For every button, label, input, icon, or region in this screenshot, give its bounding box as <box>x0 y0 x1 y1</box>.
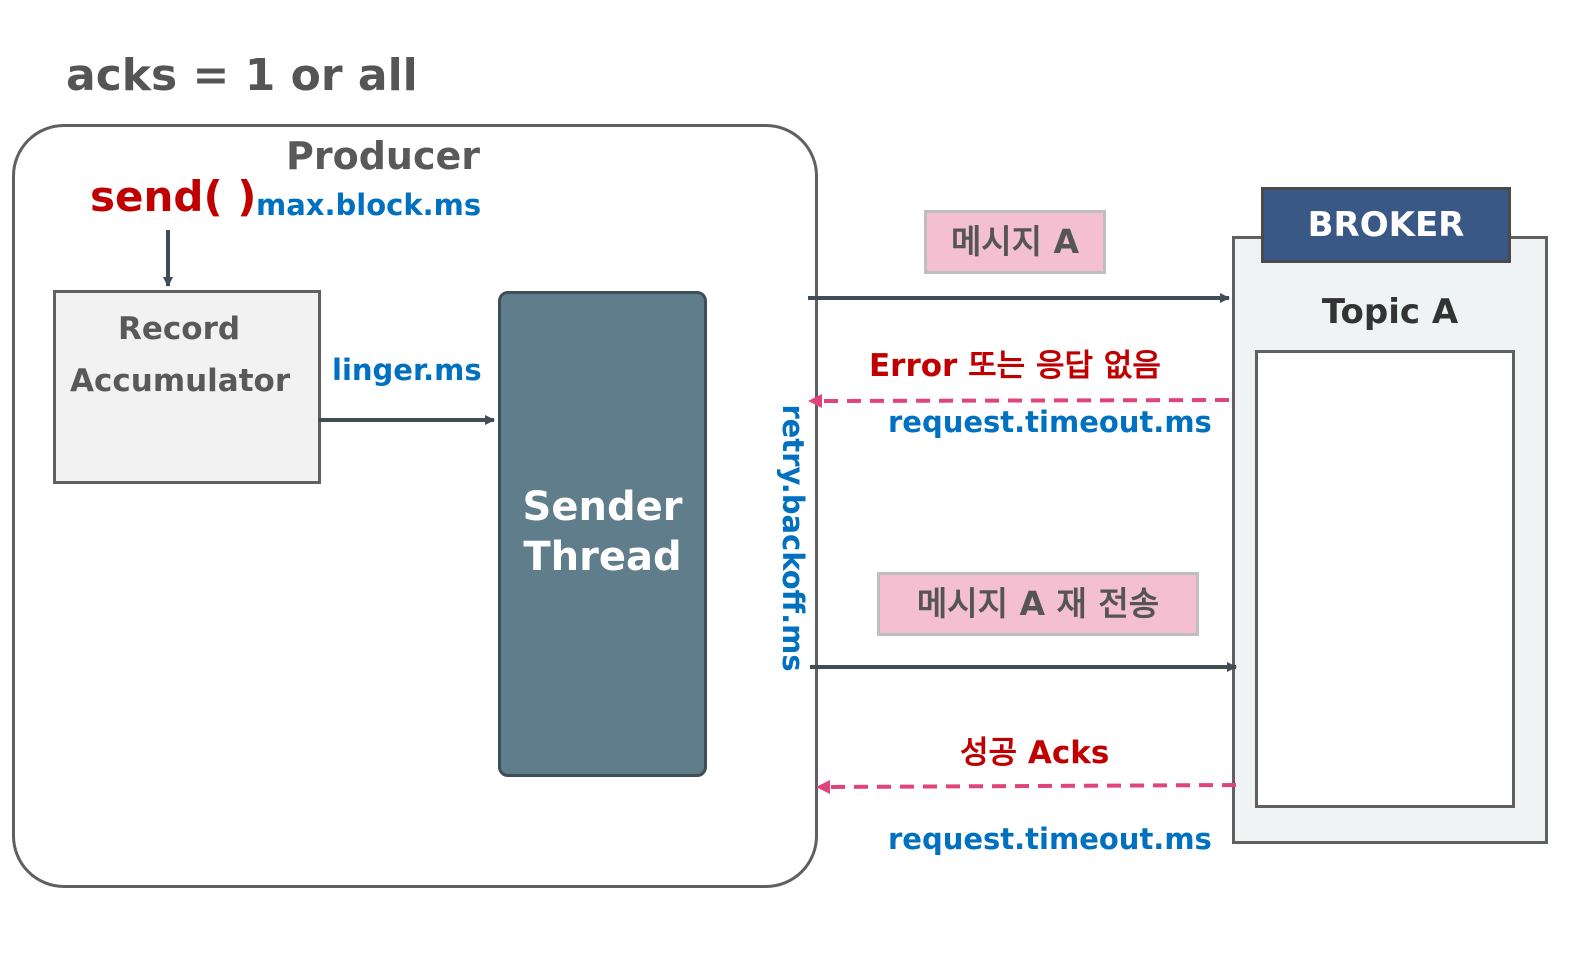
producer-label: Producer <box>286 134 480 178</box>
max-block-ms-label: max.block.ms <box>256 188 482 222</box>
broker-header: BROKER <box>1261 187 1511 263</box>
message-a-resend-box: 메시지 A 재 전송 <box>877 572 1199 636</box>
success-response-arrow <box>827 783 1237 789</box>
request-timeout-label-1: request.timeout.ms <box>888 405 1212 439</box>
record-accumulator-label-line2: Accumulator <box>70 363 291 399</box>
request-timeout-label-2: request.timeout.ms <box>888 822 1212 856</box>
record-accumulator-box: Record Accumulator <box>53 290 321 484</box>
topic-partition-box <box>1255 350 1515 808</box>
linger-ms-label: linger.ms <box>332 353 482 387</box>
error-response-arrowhead <box>808 394 822 408</box>
sender-thread-label-line2: Thread <box>523 534 682 580</box>
sender-thread-box: Sender Thread <box>498 291 707 777</box>
topic-label: Topic A <box>1321 292 1459 332</box>
diagram-title: acks = 1 or all <box>66 50 418 101</box>
error-response-arrow <box>821 398 1230 403</box>
success-acks-label: 성공 Acks <box>960 735 1110 771</box>
record-accumulator-label-line1: Record <box>118 311 241 347</box>
error-no-response-label: Error 또는 응답 없음 <box>869 348 1161 384</box>
sender-thread-label-line1: Sender <box>522 484 683 530</box>
success-response-arrowhead <box>816 780 830 794</box>
send-call-label: send( ) <box>90 172 257 221</box>
message-a-box: 메시지 A <box>924 210 1106 274</box>
